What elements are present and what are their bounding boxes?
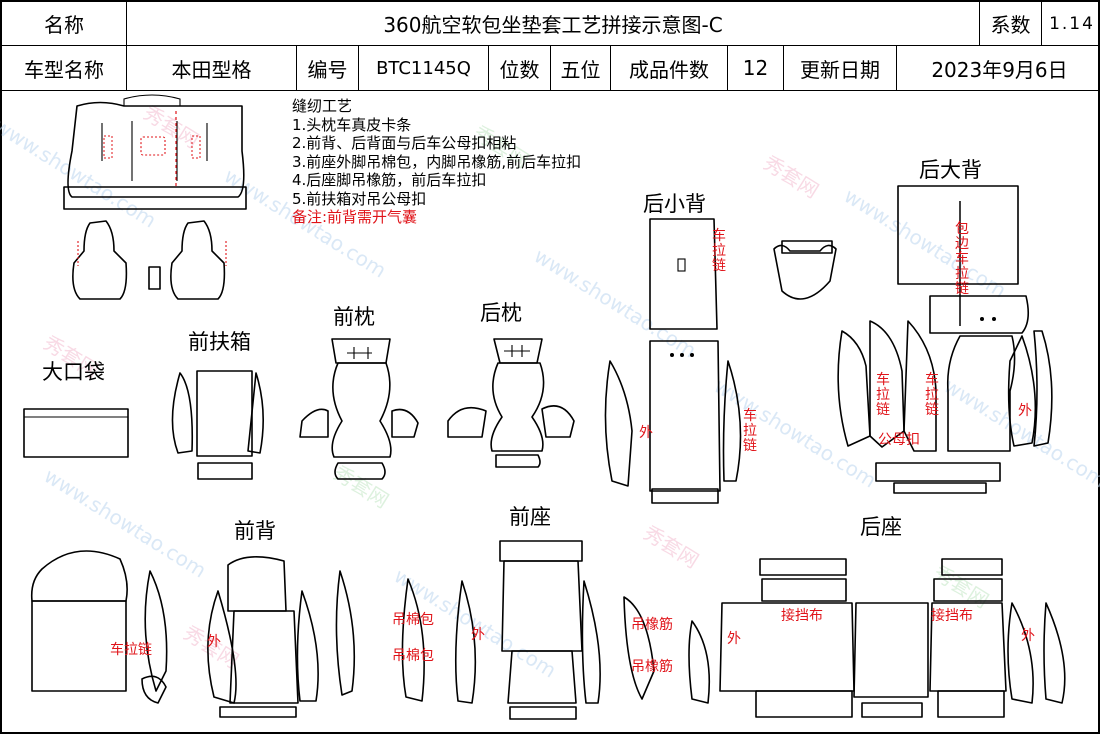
annotation-elastic: 吊橡筋 bbox=[631, 617, 673, 633]
model-value: 本田型格 bbox=[127, 46, 297, 90]
label-rear-seat: 后座 bbox=[860, 515, 902, 539]
annotation-zipper: 车拉链 bbox=[876, 372, 890, 418]
date-value: 2023年9月6日 bbox=[931, 57, 1068, 82]
label-rear-headrest: 后枕 bbox=[480, 301, 522, 325]
annotation-zipper: 车拉链 bbox=[743, 408, 757, 454]
front-back-pieces bbox=[30, 550, 356, 718]
annotation-snap: 公母扣 bbox=[878, 432, 920, 448]
coefficient-label: 系数 bbox=[980, 2, 1042, 45]
notes-title: 缝纫工艺 bbox=[292, 97, 353, 115]
note-remark: 备注:前背需开气囊 bbox=[292, 208, 418, 226]
rear-bench-overview bbox=[63, 94, 247, 210]
position-label: 位数 bbox=[489, 46, 551, 90]
front-headrest-pieces bbox=[299, 338, 419, 480]
front-seat-pieces bbox=[401, 540, 655, 720]
label-rear-big-back: 后大背 bbox=[919, 158, 982, 182]
pattern-area: www.showtao.com 秀套网 www.showtao.com 秀套网 … bbox=[0, 91, 1100, 734]
annotation-zipper: 车拉链 bbox=[925, 372, 939, 418]
pattern-drawing bbox=[23, 94, 1066, 720]
annotation-outer: 外 bbox=[727, 631, 741, 647]
label-front-armrest: 前扶箱 bbox=[188, 330, 251, 354]
label-pocket: 大口袋 bbox=[42, 360, 105, 384]
rear-seat-pieces bbox=[688, 558, 1066, 718]
rear-big-back-pieces bbox=[837, 185, 1053, 494]
annotation-outer: 外 bbox=[471, 627, 485, 643]
annotation-binding-zipper: 包边车拉链 bbox=[955, 221, 969, 297]
code-value: BTC1145Q bbox=[359, 46, 489, 90]
note-item: 4.后座脚吊橡筋，前后车拉扣 bbox=[292, 171, 487, 189]
annotation-outer: 外 bbox=[639, 425, 653, 441]
label-front-seat: 前座 bbox=[509, 505, 551, 529]
note-item: 2.前背、后背面与后车公母扣相粘 bbox=[292, 134, 517, 152]
annotation-zipper: 车拉链 bbox=[712, 228, 726, 274]
note-item: 3.前座外脚吊棉包，内脚吊橡筋,前后车拉扣 bbox=[292, 152, 582, 171]
annotation-outer: 外 bbox=[1021, 628, 1035, 644]
annotation-cotton-bag: 吊棉包 bbox=[392, 612, 434, 628]
coefficient-value: 1.14 bbox=[1049, 13, 1095, 34]
label-front-headrest: 前枕 bbox=[333, 305, 375, 329]
front-seats-overview bbox=[72, 220, 227, 300]
note-item: 5.前扶箱对吊公母扣 bbox=[292, 189, 427, 208]
pieces-label: 成品件数 bbox=[611, 46, 728, 90]
annotation-retaining-cloth: 接挡布 bbox=[931, 608, 973, 624]
code-label: 编号 bbox=[297, 46, 359, 90]
rear-small-back-lower-pieces bbox=[604, 340, 742, 504]
rear-small-back-pieces bbox=[649, 218, 837, 330]
model-label: 车型名称 bbox=[2, 46, 127, 90]
sewing-notes: 缝纫工艺 1.头枕车真皮卡条 2.前背、后背面与后车公母扣相粘 3.前座外脚吊棉… bbox=[292, 97, 581, 227]
front-armrest-pieces bbox=[171, 370, 264, 480]
annotation-retaining-cloth: 接挡布 bbox=[781, 608, 823, 624]
annotation-elastic: 吊橡筋 bbox=[631, 659, 673, 675]
header-row-2: 车型名称 本田型格 编号 BTC1145Q 位数 五位 成品件数 12 更新日期… bbox=[2, 46, 1100, 91]
header-row-1: 名称 360航空软包坐垫套工艺拼接示意图-C 系数 1.14 bbox=[2, 2, 1100, 46]
name-label: 名称 bbox=[2, 2, 127, 45]
pocket-piece bbox=[23, 408, 129, 458]
pieces-value: 12 bbox=[728, 46, 784, 90]
annotation-outer: 外 bbox=[1018, 403, 1032, 419]
position-value: 五位 bbox=[551, 46, 611, 90]
label-rear-small-back: 后小背 bbox=[643, 192, 706, 216]
sheet-title: 360航空软包坐垫套工艺拼接示意图-C bbox=[127, 2, 980, 45]
label-front-back: 前背 bbox=[234, 519, 276, 543]
annotation-outer: 外 bbox=[207, 634, 221, 650]
note-item: 1.头枕车真皮卡条 bbox=[292, 115, 412, 134]
rear-headrest-pieces bbox=[447, 338, 575, 468]
date-label: 更新日期 bbox=[784, 46, 897, 90]
annotation-cotton-bag: 吊棉包 bbox=[392, 648, 434, 664]
annotation-zipper: 车拉链 bbox=[110, 642, 152, 658]
